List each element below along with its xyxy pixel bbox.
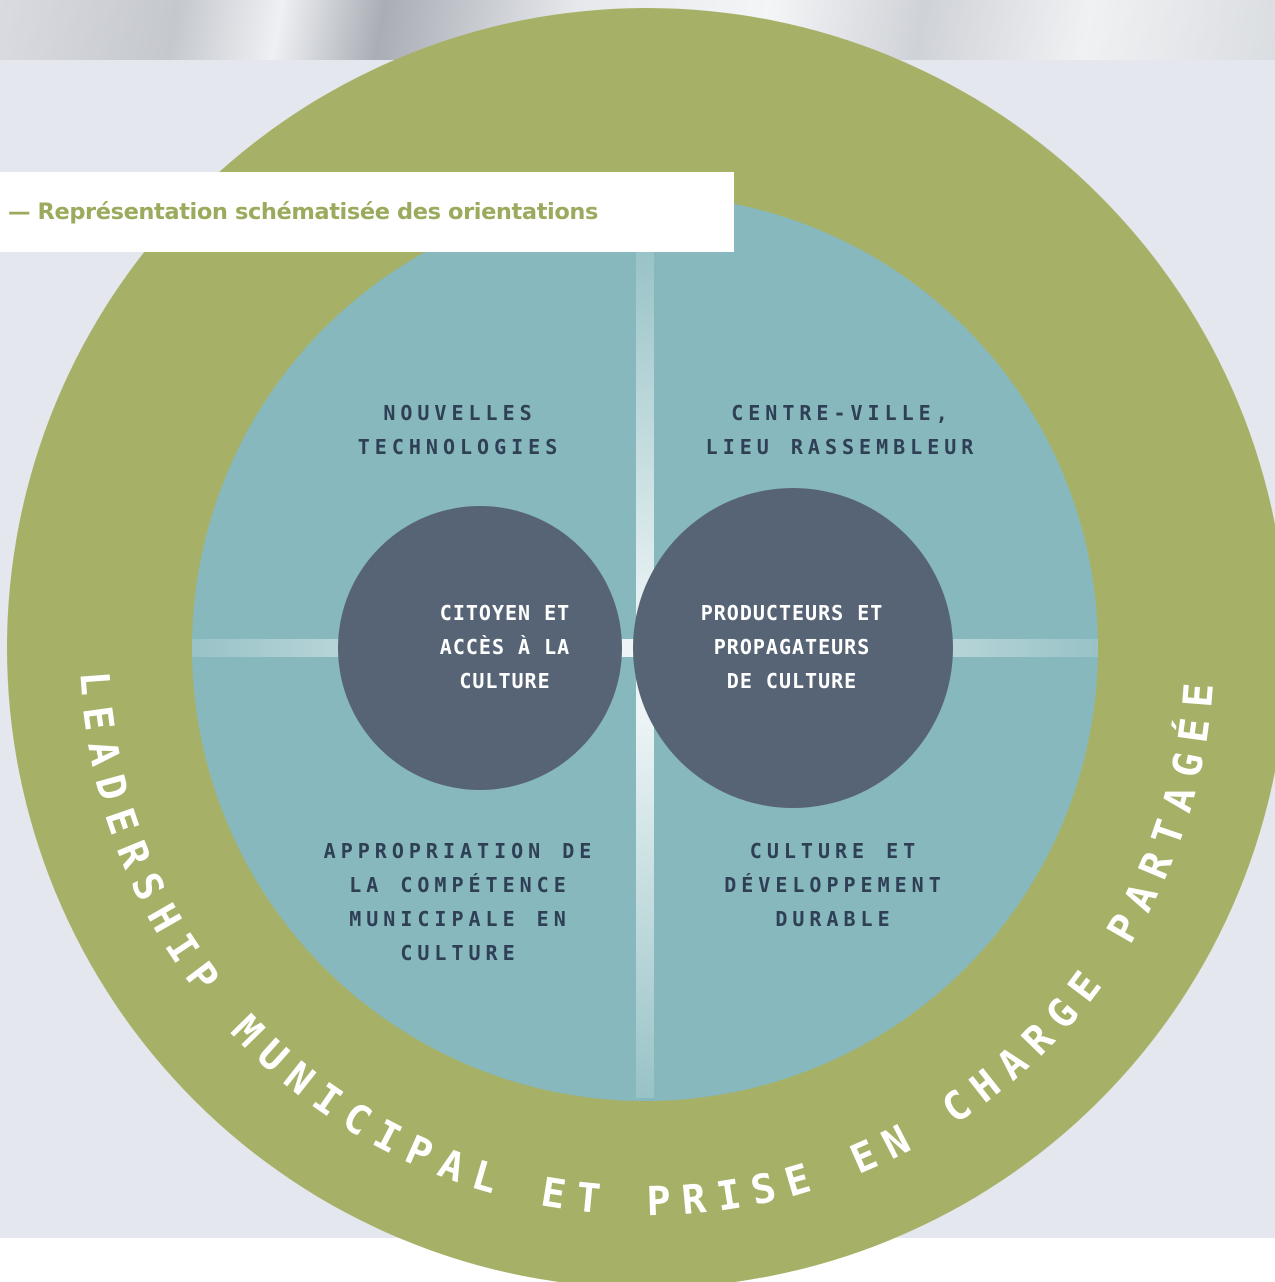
- diagram-title: — Représentation schématisée des orienta…: [8, 199, 599, 225]
- center-label-right: PRODUCTEURS ET PROPAGATEURS DE CULTURE: [700, 601, 884, 693]
- center-label-left: CITOYEN ET ACCÈS À LA CULTURE: [439, 601, 571, 693]
- quadrant-label-bottom-left: APPROPRIATION DE LA COMPÉTENCE MUNICIPAL…: [323, 839, 597, 965]
- center-circle-left: [338, 506, 622, 790]
- title-box: — Représentation schématisée des orienta…: [0, 172, 734, 252]
- quadrant-label-top-right: CENTRE-VILLE, LIEU RASSEMBLEUR: [705, 401, 979, 459]
- quadrant-label-bottom-right: CULTURE ET DÉVELOPPEMENT DURABLE: [724, 839, 946, 931]
- center-circle-right: [633, 488, 953, 808]
- quadrant-label-top-left: NOUVELLES TECHNOLOGIES: [357, 401, 563, 459]
